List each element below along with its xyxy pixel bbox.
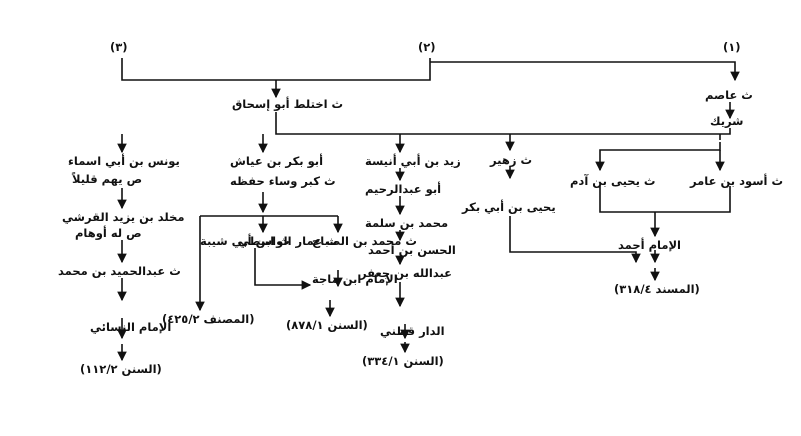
node-zayd: زيد بن أبي أنيسة — [365, 154, 461, 168]
node-ref-2: (٢) — [418, 40, 436, 54]
node-sunan-ibn-majah: (السنن ٨٧٨/١) — [286, 318, 368, 332]
node-daraqutni: الدار قطني — [380, 324, 445, 338]
node-sunan-nasai: (السنن ١١٢/٢) — [80, 362, 162, 376]
node-aswad: ث أسود بن عامر — [690, 174, 784, 188]
node-musannaf: (المصنف ٤٢٥/٢) — [162, 312, 255, 326]
node-abu-bakr: أبو بكر بن عياش — [230, 154, 324, 168]
node-musnad: (المسند ٣١٨/٤) — [614, 282, 700, 296]
node-abu-abd-rahim: أبو عبدالرحيم — [365, 182, 442, 196]
node-imam-ahmad: الإمام أحمد — [618, 238, 681, 252]
node-mukhallad: مخلد بن يزيد القرشي — [62, 210, 185, 224]
node-asim: ث عاصم — [705, 88, 753, 102]
node-ibn-majah: الإمام ابن ماجة — [312, 272, 398, 286]
node-abd-hamid: ث عبدالحميد بن محمد — [58, 264, 181, 278]
node-yunus-note: ص يهم قليلاً — [72, 172, 143, 186]
node-ibn-abi-shayba: ث ابن أبي شيبة — [200, 234, 290, 248]
node-mukhallad-note: ص له أوهام — [75, 226, 142, 240]
node-nasai: الإمام النسائي — [90, 320, 172, 334]
node-yahya-adam: ث يحيى بن آدم — [570, 174, 656, 188]
node-ammar: ث عمار الواسطي — [238, 234, 338, 248]
node-abu-bakr-note: ث كبر وساء حفظه — [230, 174, 336, 188]
node-muhammad-salama: محمد بن سلمة — [365, 216, 449, 230]
node-zuhayr: ث زهير — [490, 153, 533, 167]
node-ref-3: (٣) — [110, 40, 128, 54]
node-yunus: يونس بن أبي اسماء — [68, 154, 180, 168]
node-hasan-ahmad: الحسن بن أحمد — [368, 243, 456, 257]
node-ref-1: (١) — [723, 40, 741, 54]
node-abu-ishaq: ث اختلط أبو إسحاق — [232, 97, 344, 111]
node-yahya-abi-bakr: يحيى بن أبي بكر — [462, 200, 556, 214]
node-sunan-daraqutni: (السنن ٣٣٤/١) — [362, 354, 444, 368]
node-abdullah-jafar: عبدالله بن جعفر — [360, 266, 453, 280]
node-sharik: شريك — [710, 114, 744, 128]
node-muhammad-sabbah: ث محمد بن الصباح — [312, 234, 417, 248]
